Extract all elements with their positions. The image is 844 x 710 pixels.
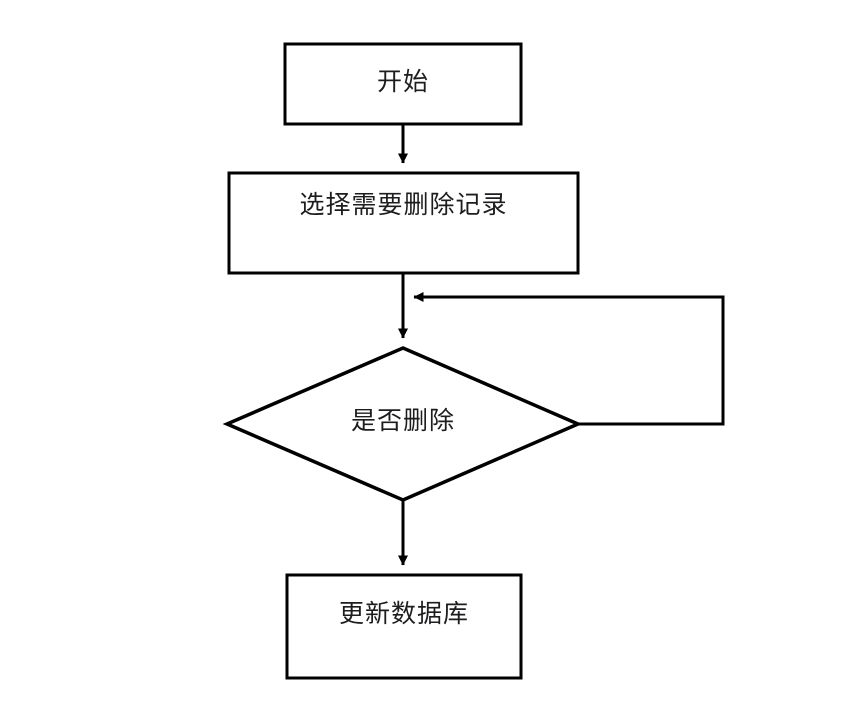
node-decision-label: 是否删除 <box>350 406 455 435</box>
node-update-shape[interactable] <box>285 573 523 680</box>
node-start-shape[interactable] <box>283 42 523 126</box>
node-select-shape[interactable] <box>227 171 580 275</box>
node-select-label: 选择需要删除记录 <box>299 190 508 219</box>
edge-decision-loopback <box>413 292 725 426</box>
node-start-label: 开始 <box>376 67 429 96</box>
node-update-label: 更新数据库 <box>338 599 469 628</box>
